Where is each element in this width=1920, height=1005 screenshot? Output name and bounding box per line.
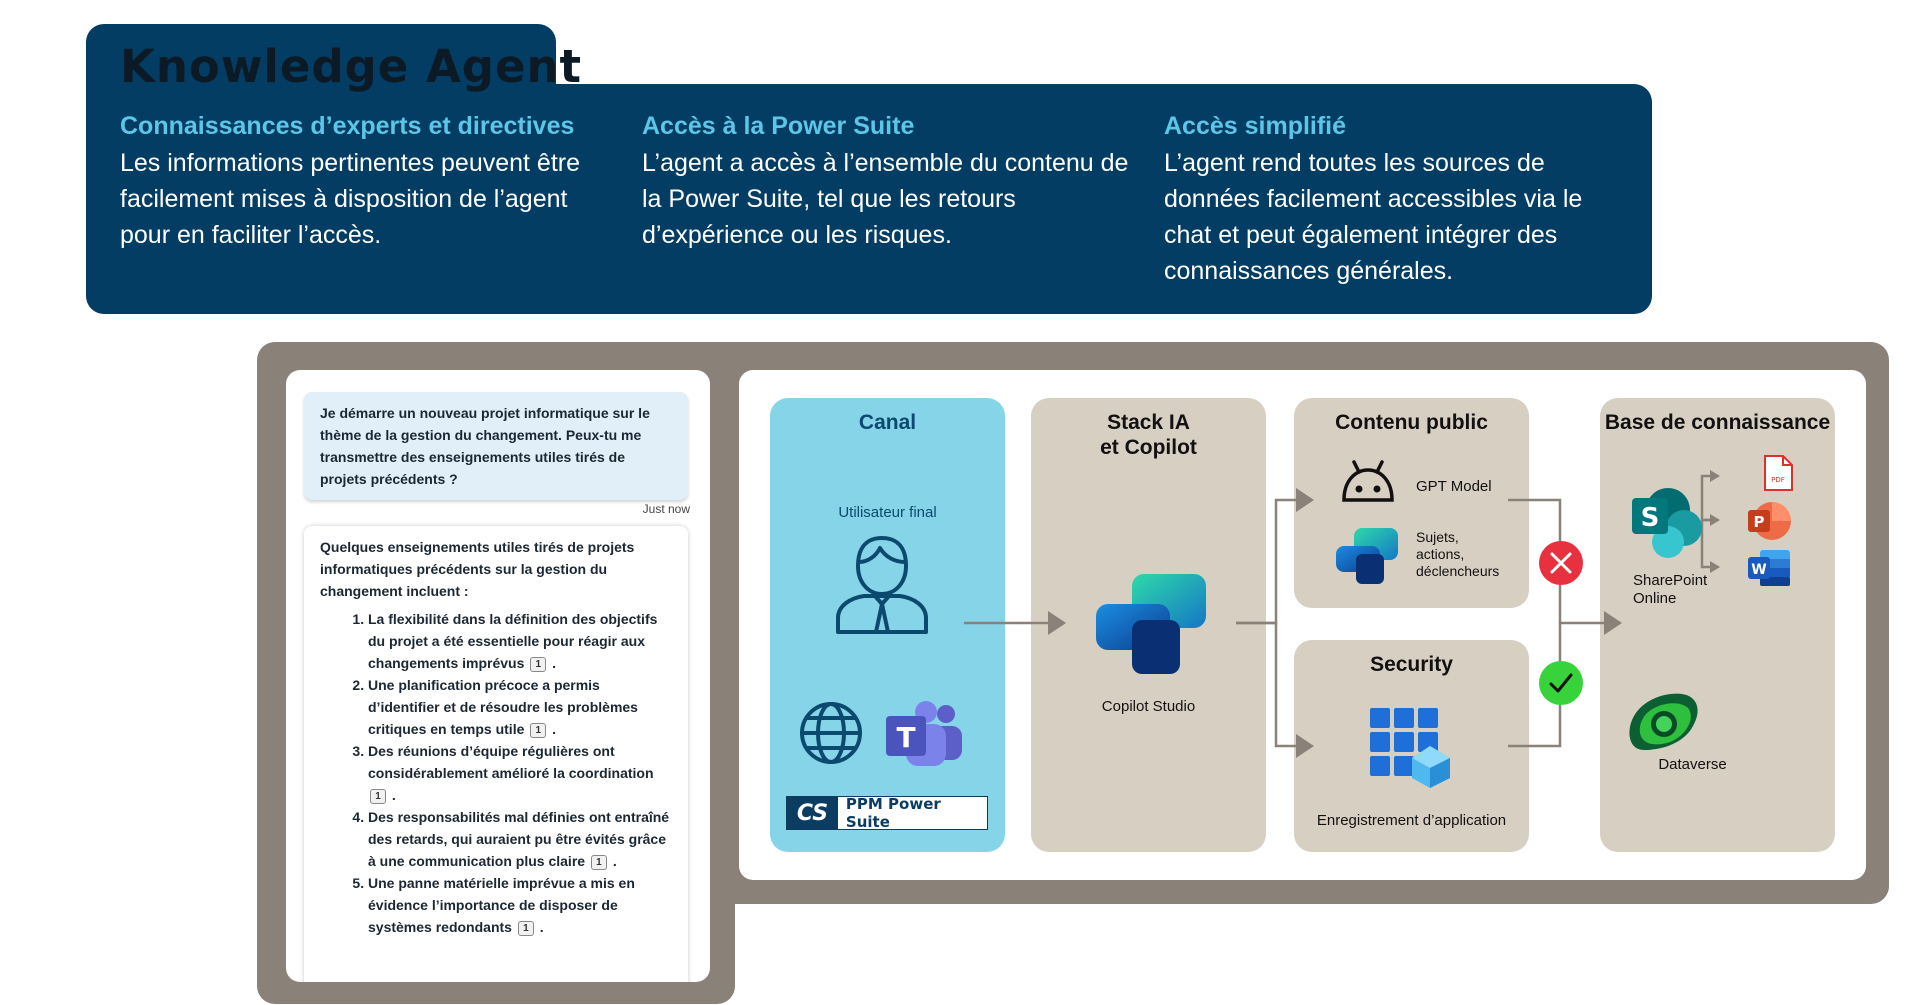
column-heading: Accès simplifié [1164,112,1347,140]
public-content-title: Contenu public [1335,411,1488,434]
word-icon: W [1748,550,1790,586]
copilot-studio-icon [1096,574,1206,674]
sharepoint-icon: S [1632,488,1702,558]
app-registration-icon [1370,708,1450,788]
teams-icon: T [886,701,962,766]
column-text: L’agent rend toutes les sources de donné… [1164,149,1583,285]
citation-badge[interactable]: 1 [517,921,534,936]
header-column-power-suite: Accès à la Power Suite L’agent a accès à… [642,112,1132,253]
dataverse-icon [1629,693,1698,750]
pdf-file-icon: PDF [1764,455,1793,491]
ppm-power-suite-badge: CS PPM Power Suite [786,795,988,831]
column-heading: Accès à la Power Suite [642,112,915,140]
list-item: Une planification précoce a permis d’ide… [368,674,672,740]
column-text: Les informations pertinentes peuvent êtr… [120,149,580,249]
svg-text:W: W [1751,562,1766,578]
svg-text:P: P [1754,513,1765,531]
citation-badge[interactable]: 1 [370,789,386,804]
ppm-label: PPM Power Suite [845,795,941,831]
topics-label: Sujets, actions, déclencheurs [1416,529,1500,579]
page-title: Knowledge Agent [120,40,583,93]
powerpoint-icon: P [1748,502,1791,540]
list-item: Des responsabilités mal définies ont ent… [368,806,672,872]
chat-panel[interactable]: Je démarre un nouveau projet informatiqu… [286,370,710,982]
svg-text:S: S [1641,503,1660,533]
svg-text:T: T [896,721,915,754]
response-intro: Quelques enseignements utiles tirés de p… [320,539,635,599]
message-timestamp: Just now [642,502,690,516]
allow-check-icon [1539,661,1583,705]
copilot-studio-label: Copilot Studio [1101,698,1196,715]
lessons-list: La flexibilité dans la définition des ob… [320,608,672,938]
dataverse-label: Dataverse [1658,756,1727,773]
column-heading: Connaissances d’experts et directives [120,112,575,140]
user-icon [836,536,928,634]
globe-icon [800,702,862,764]
list-item: La flexibilité dans la définition des ob… [368,608,672,674]
svg-text:PDF: PDF [1771,476,1785,484]
knowledge-base-box [1600,398,1835,852]
header-banner [86,84,1652,314]
list-item: Une panne matérielle imprévue a mis en é… [368,872,672,938]
gpt-model-label: GPT Model [1416,478,1492,495]
canal-title: Canal [858,411,917,434]
android-robot-icon [1342,460,1394,502]
knowledge-base-title: Base de connaissance [1604,411,1831,434]
header-column-access: Accès simplifié L’agent rend toutes les … [1164,112,1634,289]
copilot-topics-icon [1336,528,1398,584]
app-registration-label: Enregistrement d’application [1316,812,1507,829]
citation-badge[interactable]: 1 [530,723,547,738]
user-message: Je démarre un nouveau projet informatiqu… [304,392,688,500]
cs-logo: CS [787,797,838,829]
citation-badge[interactable]: 1 [530,657,547,672]
header-column-experts: Connaissances d’experts et directives Le… [120,112,610,253]
security-title: Security [1370,653,1453,676]
agent-response: Quelques enseignements utiles tirés de p… [304,526,688,982]
end-user-label: Utilisateur final [838,504,937,521]
public-content-box [1294,398,1529,608]
citation-badge[interactable]: 1 [590,855,607,870]
list-item: Des réunions d’équipe régulières ont con… [368,740,672,806]
column-text: L’agent a accès à l’ensemble du contenu … [642,149,1129,249]
deny-icon [1539,541,1583,585]
